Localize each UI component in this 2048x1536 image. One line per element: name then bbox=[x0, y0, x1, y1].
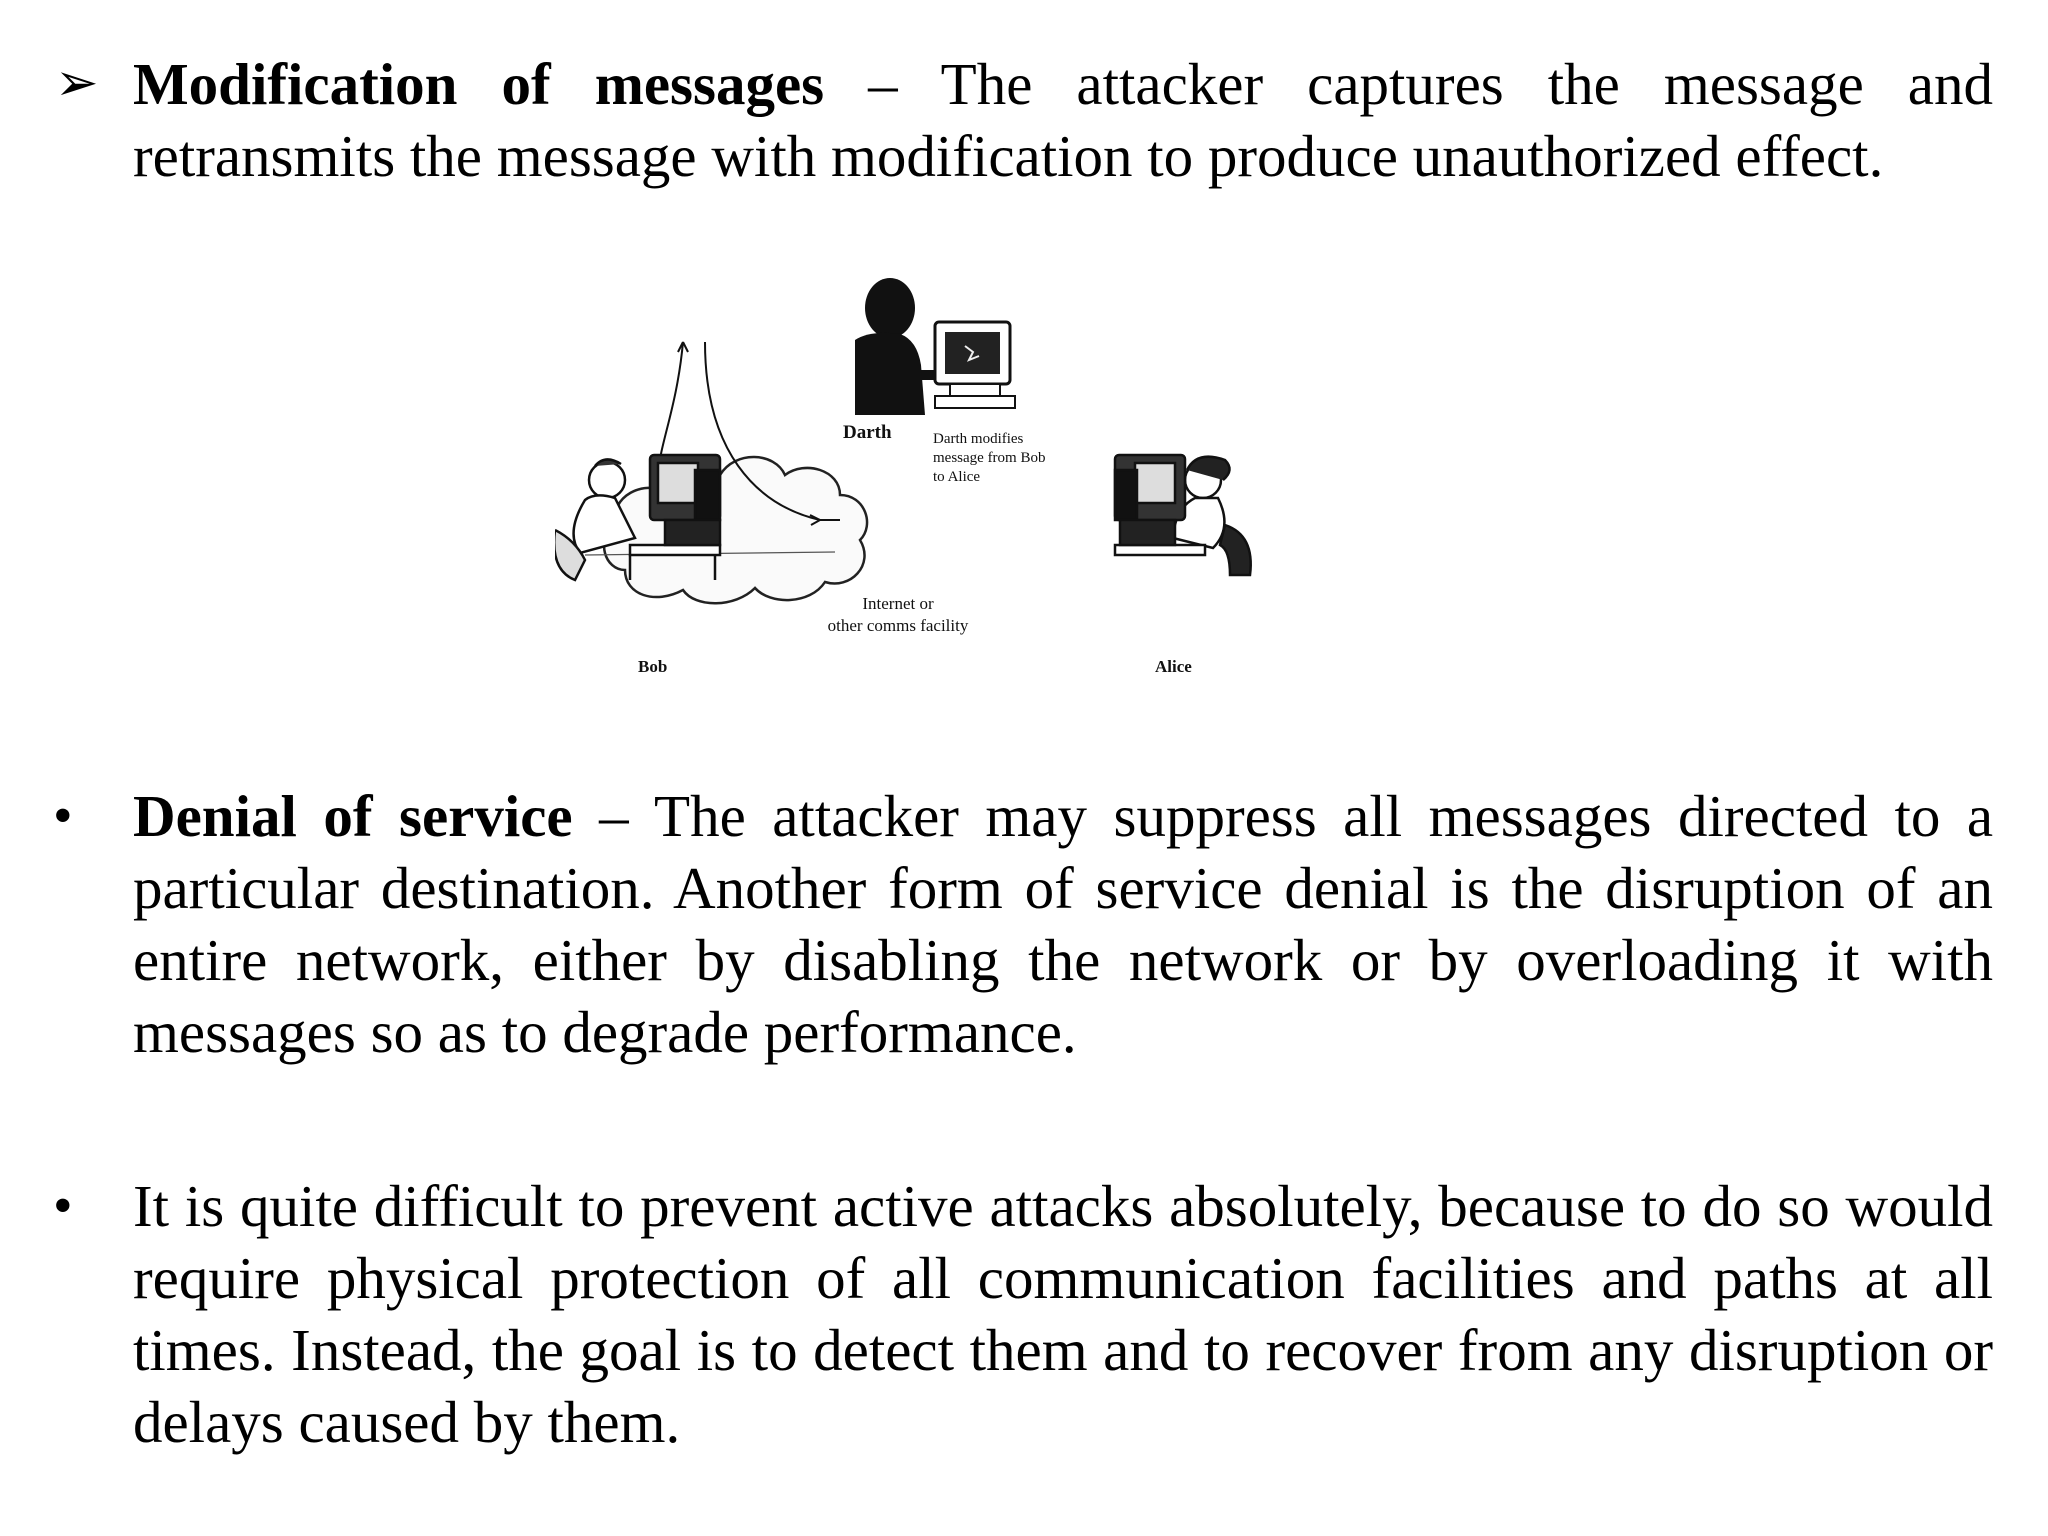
darth-modifies-note: Darth modifies message from Bob to Alice bbox=[933, 431, 1046, 485]
internet-cloud-icon bbox=[603, 455, 869, 605]
modification-attack-diagram: Darth Darth modifies message from Bob to… bbox=[555, 270, 1290, 690]
darth-label: Darth bbox=[843, 422, 892, 443]
description-modification-of-messages: – The attacker captures the message and … bbox=[133, 51, 1993, 189]
bullet-modification-of-messages: ➢ Modification of messages – The attacke… bbox=[55, 48, 1993, 192]
bob-figure-icon bbox=[555, 453, 722, 582]
dot-bullet-icon: • bbox=[53, 1175, 73, 1237]
description-denial-of-service: – The attacker may suppress all messages… bbox=[133, 783, 1994, 1065]
bullet-denial-of-service: • Denial of service – The attacker may s… bbox=[53, 780, 1994, 1068]
description-active-attacks-prevention: It is quite difficult to prevent active … bbox=[133, 1173, 1993, 1455]
darth-figure-icon bbox=[855, 278, 1016, 415]
arrow-bullet-icon: ➢ bbox=[55, 55, 99, 112]
bob-label: Bob bbox=[638, 657, 668, 676]
bullet-active-attacks-prevention: • It is quite difficult to prevent activ… bbox=[53, 1170, 1993, 1458]
cloud-label: Internet or other comms facility bbox=[827, 594, 969, 635]
dot-bullet-icon: • bbox=[53, 785, 73, 847]
alice-figure-icon bbox=[1113, 453, 1252, 577]
diagram-illustration bbox=[555, 278, 1252, 605]
term-modification-of-messages: Modification of messages bbox=[133, 51, 825, 117]
alice-label: Alice bbox=[1155, 657, 1192, 676]
term-denial-of-service: Denial of service bbox=[133, 783, 573, 849]
